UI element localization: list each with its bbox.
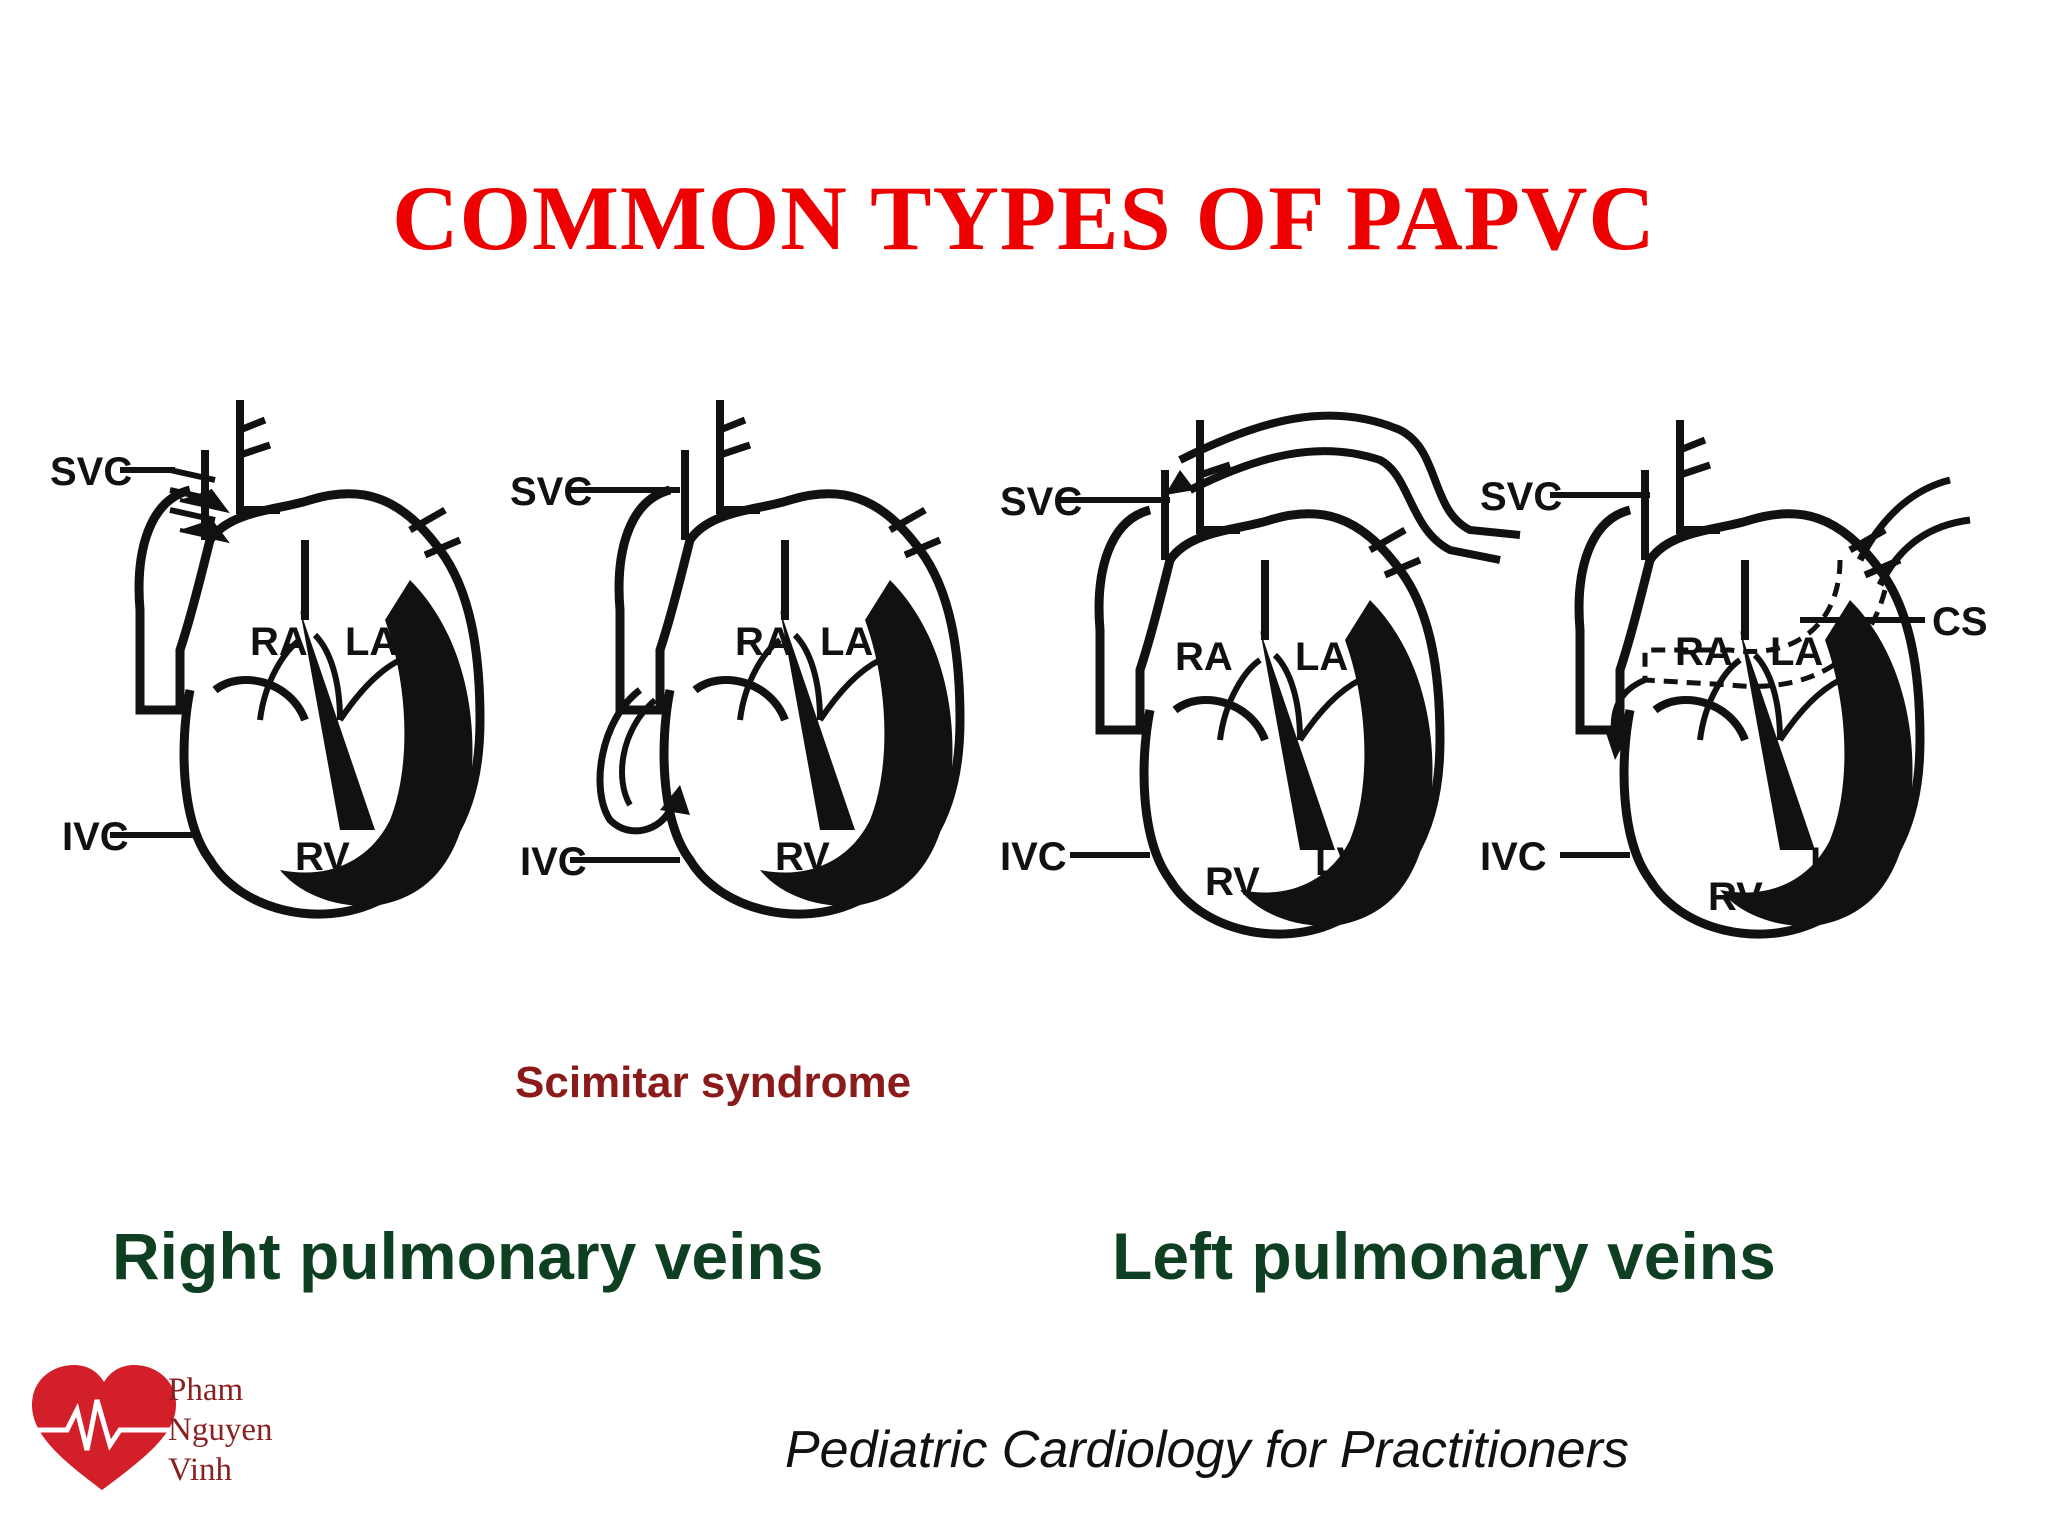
cs-label: CS	[1932, 600, 1988, 644]
ra-label: RA	[735, 620, 793, 664]
ra-label: RA	[250, 620, 308, 664]
right-pulmonary-veins-label: Right pulmonary veins	[112, 1219, 824, 1293]
logo-line-1: Pham	[168, 1372, 244, 1408]
lv-label: LV	[870, 810, 918, 854]
scimitar-caption: Scimitar syndrome	[515, 1058, 912, 1107]
heart-diagram-4: SVC IVC RA LA RV LV CS	[1480, 420, 1988, 934]
heart-diagram-2: SVC IVC RA LA RV LV	[510, 400, 960, 914]
lv-label: LV	[395, 810, 443, 854]
heart-ecg-icon	[30, 1365, 176, 1490]
rv-label: RV	[1708, 875, 1763, 919]
la-label: LA	[1770, 630, 1823, 674]
papvc-diagrams: SVC IVC RA LA RV LV SVC IVC RA LA RV	[40, 390, 2000, 1050]
logo-line-3: Vinh	[168, 1452, 233, 1488]
la-label: LA	[345, 620, 398, 664]
rv-label: RV	[1205, 860, 1260, 904]
ra-label: RA	[1675, 630, 1733, 674]
lv-label: LV	[1810, 840, 1858, 884]
ra-label: RA	[1175, 635, 1233, 679]
ivc-label: IVC	[1000, 835, 1067, 879]
heart-diagram-3: SVC IVC RA LA RV LV	[1000, 411, 1521, 935]
logo-text: Pham Nguyen Vinh	[168, 1370, 272, 1490]
ivc-label: IVC	[1480, 835, 1547, 879]
svc-label: SVC	[1000, 480, 1082, 524]
ivc-label: IVC	[520, 840, 587, 884]
heart-diagram-1: SVC IVC RA LA RV LV	[50, 400, 480, 914]
footer-text: Pediatric Cardiology for Practitioners	[785, 1421, 1629, 1479]
la-label: LA	[1295, 635, 1348, 679]
left-pulmonary-veins-label: Left pulmonary veins	[1112, 1219, 1776, 1293]
lv-label: LV	[1315, 840, 1363, 884]
rv-label: RV	[295, 835, 350, 879]
logo-line-2: Nguyen	[168, 1412, 273, 1448]
svc-label: SVC	[510, 470, 592, 514]
ivc-label: IVC	[62, 815, 129, 859]
svc-label: SVC	[1480, 475, 1562, 519]
slide-title: COMMON TYPES OF PAPVC	[392, 167, 1656, 269]
la-label: LA	[820, 620, 873, 664]
svc-label: SVC	[50, 450, 132, 494]
rv-label: RV	[775, 835, 830, 879]
